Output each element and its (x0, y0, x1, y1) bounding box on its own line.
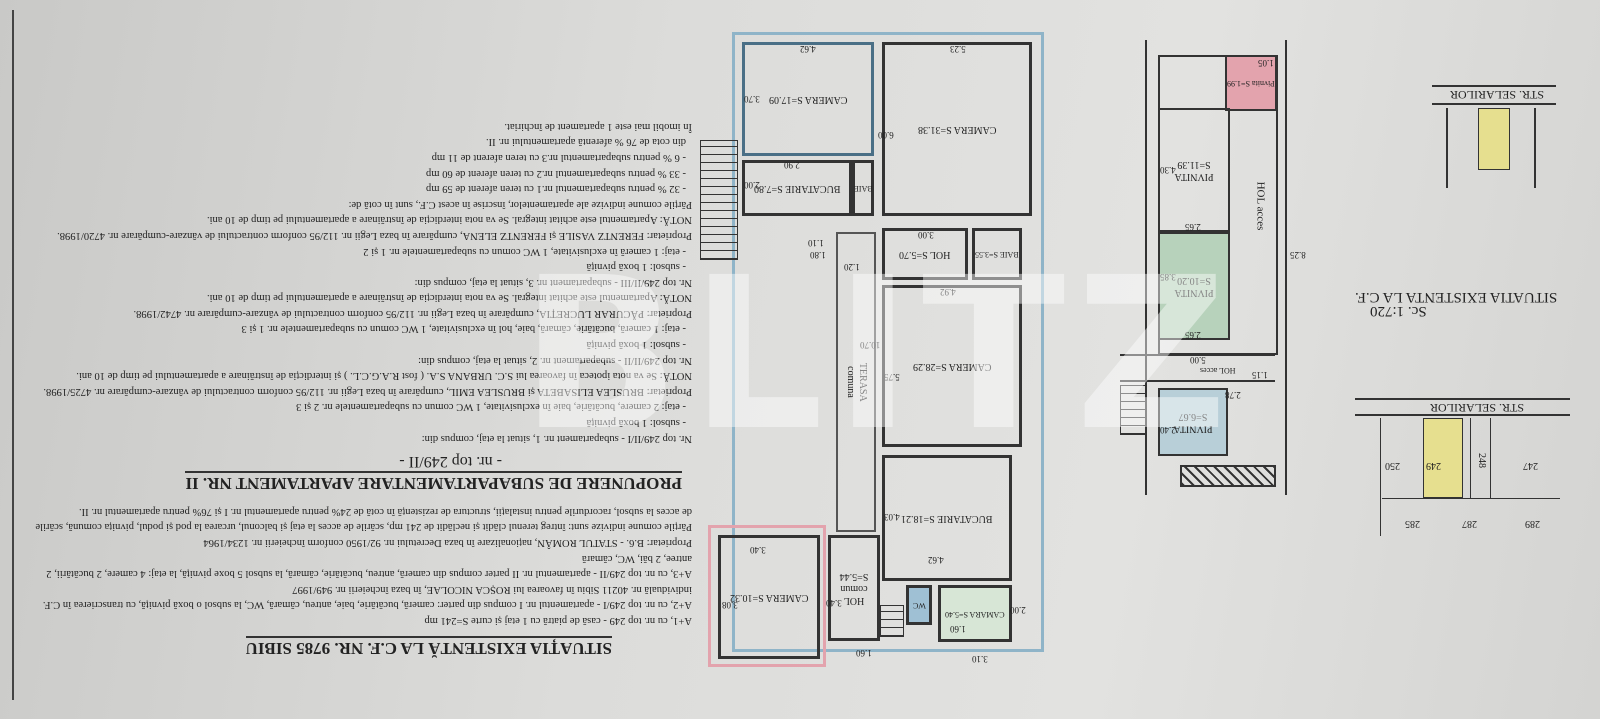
para: A+2, cu nr. top 249/I - apartamentul nr.… (42, 583, 692, 611)
parcel-label: 289 (1525, 518, 1540, 529)
parcel-label: 248 (1476, 453, 1487, 468)
label: 8.25 (1290, 250, 1306, 260)
room-camera-28: CAMERA S=28.29 (882, 285, 1022, 447)
label: BAIE (853, 184, 873, 193)
parcel-label: 285 (1405, 518, 1420, 529)
room-camera-10: CAMERA S=10.32 (718, 535, 820, 659)
label: WC (912, 601, 926, 610)
room-bucatarie-18: BUCATARIE S=18.21 (882, 455, 1012, 581)
para: Părțile comune indivize sunt: întreg ter… (35, 505, 692, 533)
parcel-line (1470, 418, 1471, 498)
basement-stairs (1120, 385, 1146, 435)
label: 2.00 (1010, 605, 1026, 615)
room-pivnita-6: PIVNITA S=6.67 (1158, 388, 1228, 456)
label: 4.30 (1160, 165, 1176, 175)
room-camera-17: CAMERA S=17.09 (742, 42, 874, 156)
label: CAMERA S=17.09 (768, 94, 848, 105)
parcel-label: 249 (1426, 460, 1441, 471)
parcel-label: 287 (1462, 518, 1477, 529)
label: CAMERA S=31.38 (917, 124, 997, 135)
plan-outline (732, 32, 1044, 652)
terasa-comuna: TERASA comuna (836, 232, 876, 532)
doc-title: SITUAȚIA EXISTENTĂ LA C.F. NR. 9785 SIBI… (245, 636, 612, 658)
shares-line: din cota de 76 % aferentă apartamentului… (485, 136, 686, 148)
label: 3.70 (744, 94, 760, 104)
page-border (12, 10, 1572, 700)
parcels-top (1446, 108, 1536, 188)
basement-outline (1145, 40, 1287, 495)
para: A+1, cu nr. top 249 - casă de piatră cu … (424, 615, 692, 626)
room-baie-3: BAIE S=3.55 (972, 228, 1022, 280)
room-baie: BAIE (852, 160, 874, 216)
label: 1.60 (950, 624, 966, 634)
parcel-label: 247 (1523, 460, 1538, 471)
hatched-wall (1180, 465, 1276, 487)
label: BUCATARIE S=7.80 (753, 183, 841, 194)
sub3-line: NOTĂ: Apartamentul este achitat integral… (206, 214, 692, 226)
staircase-small (880, 605, 904, 637)
hol-acces-label: HOL acces (1254, 181, 1267, 231)
parcels-bottom (1380, 418, 1560, 536)
parcel-line (1382, 498, 1560, 499)
label: 2.00 (744, 180, 760, 190)
shares-line: - 33 % pentru subapartamentul nr.2 cu te… (425, 167, 686, 179)
hol-acces-corridor (1120, 354, 1275, 382)
label: 1.05 (1258, 58, 1274, 68)
label: 4.03 (884, 512, 900, 522)
room-bucatarie-7: BUCATARIE S=7.80 (742, 160, 852, 216)
watermark: BLITZ (520, 232, 1238, 477)
room-camera-31: CAMERA S=31.38 (882, 42, 1032, 216)
street-bottom (1355, 398, 1570, 416)
label: CAMERA S=10.32 (729, 592, 809, 603)
shares-line: - 6 % pentru subapartamentul nr.3 cu ter… (431, 151, 686, 163)
parcel-highlight-top (1478, 108, 1510, 170)
parcel-line (1490, 418, 1491, 498)
label: 4.62 (800, 44, 816, 54)
site-scale: Sc. 1:720 (1370, 303, 1427, 319)
label: 3.40 (750, 545, 766, 555)
label: Pivnita S=1.99 (1227, 79, 1275, 88)
street-name-top: STR. SELARILOR (1450, 88, 1545, 102)
room-pivnita-1: Pivnita S=1.99 (1225, 55, 1277, 111)
label: 5.23 (950, 44, 966, 54)
room-wc: WC (906, 585, 932, 625)
parcel-label: 250 (1385, 460, 1400, 471)
proposal-subtitle: - nr. top 249/II - (399, 453, 502, 471)
street-top (1432, 85, 1556, 105)
label: 4.62 (928, 555, 944, 565)
label: 3.10 (972, 654, 988, 664)
label: 2.65 (1185, 222, 1201, 232)
label: 1.60 (856, 648, 872, 658)
room-pivnita-11: PIVNITA S=11.39 (1158, 108, 1230, 232)
label: CAMARA S=5.40 (945, 609, 1005, 619)
label: 6.00 (878, 130, 894, 140)
room-pivnita-10: PIVNITA S=10.20 (1158, 232, 1230, 340)
label: 3.08 (722, 600, 738, 610)
staircase (700, 140, 738, 260)
parcel-249 (1423, 418, 1463, 498)
room-hol-comun: HOL comun S=5.44 (828, 535, 880, 641)
para: A+3, cu nr. top 249/II - apartamentul nr… (46, 552, 692, 580)
para: Proprietar: B.6. - STATUL ROMÂN, naționa… (203, 537, 692, 549)
shares-line: Părțile comune indivize ale apartamentel… (348, 198, 692, 210)
room-camara: CAMARA S=5.40 (938, 585, 1012, 642)
shares-line: - 32 % pentru subapartamentul nr.1 cu te… (425, 183, 686, 195)
room-hol-5: HOL S=5.70 (882, 228, 968, 280)
label: 1.15 (1252, 370, 1268, 380)
street-name-bottom: STR. SELARILOR (1430, 401, 1525, 415)
footer-note: În imobil mai este 1 apartament de închi… (504, 120, 692, 132)
label: 3.40 (826, 598, 842, 608)
label: BUCATARIE S=18.21 (901, 513, 993, 524)
label: 2.90 (784, 160, 800, 170)
pink-outline (708, 525, 826, 667)
